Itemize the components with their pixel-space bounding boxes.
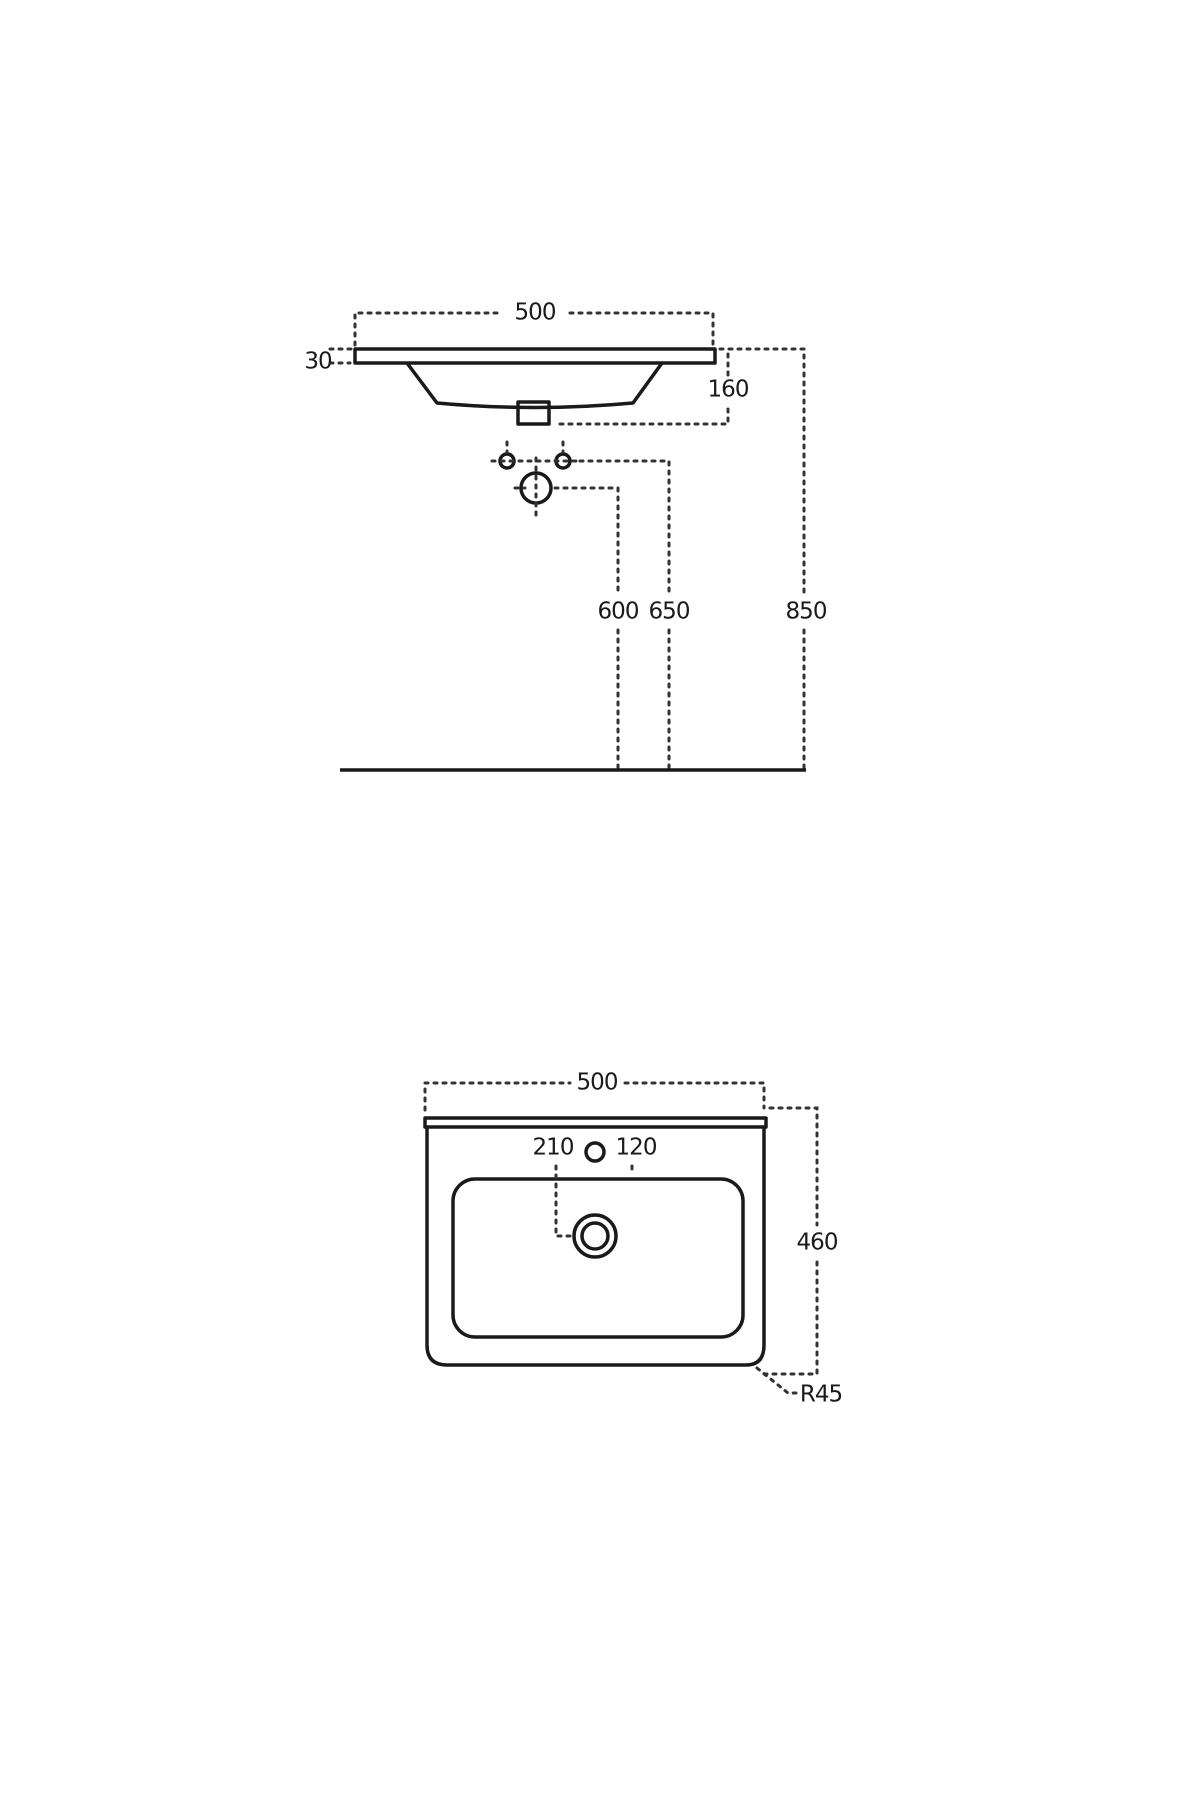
depth-dimension-line [758,1106,819,1376]
tap-offset-lines [554,1164,634,1238]
top-height-dimension-line [718,347,806,770]
side-view: 500 30 160 600 650 850 [304,300,828,772]
basin-bowl-profile [405,361,664,410]
centerlines [490,440,582,517]
bowl-depth-label: 160 [708,377,749,403]
plan-view: 500 210 120 460 R45 [423,1070,843,1408]
tap-offset-left-label: 210 [533,1135,574,1161]
countertop-slab [353,347,717,365]
width-label: 500 [515,300,556,326]
thickness-dimension-line [328,347,354,365]
bowl-depth-dimension-line [558,350,730,426]
plan-width-dimension-line [423,1081,766,1112]
corner-radius-label: R45 [800,1382,842,1408]
depth-label: 460 [797,1230,838,1256]
plan-width-label: 500 [577,1070,618,1096]
top-height-label: 850 [786,599,827,625]
drain-outlet [516,400,551,426]
inner-bowl [451,1177,745,1339]
drain-outer [572,1213,618,1259]
tap-height-label: 650 [649,599,690,625]
waste-height-dimension-line [553,486,620,770]
back-rim [423,1116,768,1129]
thickness-label: 30 [304,349,332,375]
tap-hole [584,1141,606,1163]
drain-inner [580,1221,610,1251]
tap-height-dimension-line [578,459,671,770]
radius-leader [755,1366,798,1395]
width-dimension-line [353,311,715,347]
waste-height-label: 600 [598,599,639,625]
tap-offset-right-label: 120 [616,1135,657,1161]
basin-outline [425,1127,766,1367]
